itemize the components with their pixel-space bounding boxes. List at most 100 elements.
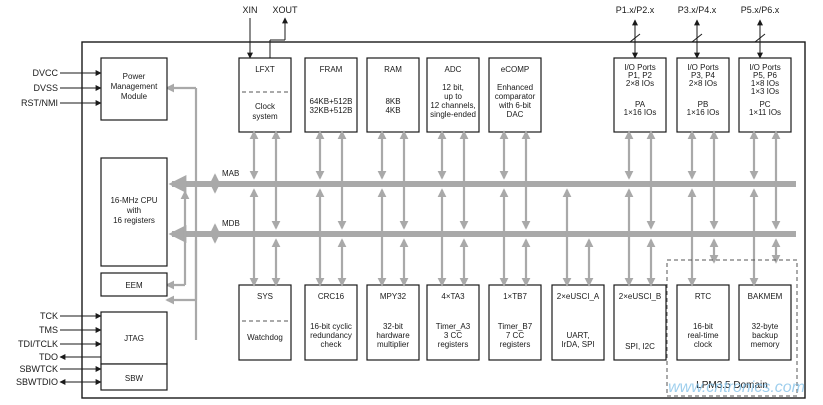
bottom-module-line: 16-bit: [693, 322, 714, 331]
power-management-module: Power Management Module: [100, 57, 168, 121]
bottom-module-line: 16-bit cyclic: [310, 322, 352, 331]
top-module-line: 12 channels,: [430, 101, 475, 110]
top-module-line: PB: [698, 100, 709, 109]
bottom-module-5: 2×eUSCI_A UART,IrDA, SPI: [551, 284, 605, 361]
bottom-module-title: MPY32: [380, 292, 407, 301]
top-module-line: 1×11 IOs: [749, 108, 781, 117]
mdb-label: MDB: [222, 219, 240, 228]
svg-text:XOUT: XOUT: [272, 5, 298, 15]
svg-text:DVSS: DVSS: [33, 83, 58, 93]
svg-text:P5.x/P6.x: P5.x/P6.x: [741, 5, 780, 15]
top-module-line: DAC: [507, 110, 524, 119]
top-module-title: ADC: [445, 65, 462, 74]
top-module-title: I/O Ports: [624, 63, 656, 72]
bottom-module-line: 7 CC: [506, 331, 524, 340]
svg-text:JTAG: JTAG: [124, 334, 144, 343]
bottom-module-line: IrDA, SPI: [561, 340, 594, 349]
top-module-line: P3, P4: [691, 71, 716, 80]
bottom-module-line: SPI, I2C: [625, 342, 655, 351]
top-module-line: 2×8 IOs: [626, 79, 654, 88]
svg-text:TDI/TCLK: TDI/TCLK: [18, 339, 58, 349]
top-module-line: P5, P6: [753, 71, 778, 80]
top-module-line: 64KB+512B: [310, 97, 353, 106]
top-module-line: 8KB: [385, 97, 400, 106]
lpm35-domain: [666, 259, 798, 397]
bottom-module-6: 2×eUSCI_B SPI, I2C: [613, 284, 667, 361]
top-module-line: comparator: [495, 92, 536, 101]
bottom-module-title: 2×eUSCI_B: [619, 292, 661, 301]
svg-text:RST/NMI: RST/NMI: [21, 98, 58, 108]
eem-block: EEM: [100, 272, 168, 297]
bottom-module-line: clock: [694, 340, 713, 349]
top-module-title: LFXT: [255, 65, 275, 74]
svg-text:Power: Power: [123, 72, 146, 81]
watermark-text: www.cntronics.com: [668, 379, 805, 396]
top-module-title: I/O Ports: [749, 63, 781, 72]
svg-text:TMS: TMS: [39, 325, 58, 335]
top-module-line: up to: [444, 92, 462, 101]
bottom-module-line: hardware: [376, 331, 410, 340]
jtag-block: JTAG: [100, 311, 168, 365]
svg-text:Module: Module: [121, 92, 148, 101]
top-module-line: 2×8 IOs: [689, 79, 717, 88]
bottom-module-title: 1×TB7: [503, 292, 527, 301]
bottom-module-title: 4×TA3: [441, 292, 465, 301]
bottom-module-line: memory: [751, 340, 780, 349]
bottom-module-line: redundancy: [310, 331, 352, 340]
svg-text:16-MHz CPU: 16-MHz CPU: [110, 196, 157, 205]
top-module-line: 32KB+512B: [310, 106, 353, 115]
bottom-module-line: 32-byte: [752, 322, 779, 331]
svg-text:SBWTDIO: SBWTDIO: [16, 377, 58, 387]
top-module-title: FRAM: [320, 65, 343, 74]
svg-text:SBW: SBW: [125, 374, 144, 383]
bottom-module-line: registers: [438, 340, 469, 349]
top-module-line: with 6-bit: [498, 101, 532, 110]
svg-text:P3.x/P4.x: P3.x/P4.x: [678, 5, 717, 15]
top-module-line: 1×16 IOs: [687, 108, 720, 117]
bottom-module-line: Watchdog: [247, 333, 283, 342]
svg-text:TDO: TDO: [39, 352, 58, 362]
top-module-line: 12 bit,: [442, 83, 464, 92]
top-module-line: PA: [635, 100, 646, 109]
chip-outline: [81, 41, 806, 399]
bottom-module-title: RTC: [695, 292, 712, 301]
bottom-module-line: 32-bit: [383, 322, 404, 331]
svg-text:DVCC: DVCC: [32, 68, 58, 78]
top-module-line: system: [252, 112, 278, 121]
bottom-module-title: BAKMEM: [748, 292, 783, 301]
bottom-module-line: multiplier: [377, 340, 409, 349]
svg-text:XIN: XIN: [242, 5, 257, 15]
lpm35-label: LPM3.5 Domain: [696, 380, 768, 391]
port-headers: P1.x/P2.x P3.x/P4.x P5.x/P6.x: [616, 5, 780, 59]
bottom-module-line: UART,: [567, 331, 590, 340]
top-module-title: I/O Ports: [687, 63, 719, 72]
top-module-line: 1×16 IOs: [624, 108, 657, 117]
svg-text:Management: Management: [111, 82, 158, 91]
top-module-line: PC: [759, 100, 770, 109]
left-signals: DVCC DVSS RST/NMI TCK TMS TDI/TCLK TDO S…: [16, 68, 102, 387]
svg-text:P1.x/P2.x: P1.x/P2.x: [616, 5, 655, 15]
svg-text:EEM: EEM: [125, 281, 143, 290]
bottom-module-title: 2×eUSCI_A: [557, 292, 600, 301]
bottom-module-title: CRC16: [318, 292, 345, 301]
bottom-module-line: Timer_B7: [498, 322, 533, 331]
cpu-block: 16-MHz CPU with 16 registers: [100, 157, 168, 267]
bottom-module-line: 3 CC: [444, 331, 462, 340]
bottom-module-line: check: [321, 340, 343, 349]
top-module-line: Clock: [255, 102, 276, 111]
top-module-line: 1×3 IOs: [751, 87, 779, 96]
svg-text:SBWTCK: SBWTCK: [19, 364, 58, 374]
